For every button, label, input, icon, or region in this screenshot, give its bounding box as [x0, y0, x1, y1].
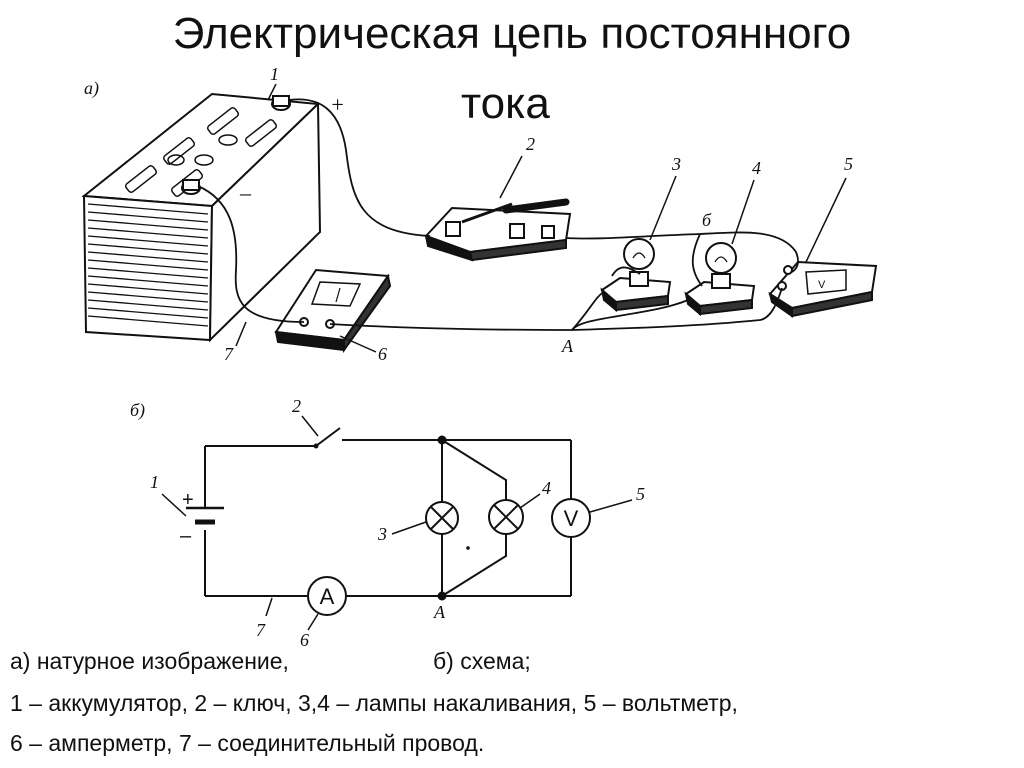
voltmeter-illustration: V [768, 260, 878, 318]
lamp-3-illustration [600, 238, 672, 313]
caption-part-b: б) схема; [433, 648, 531, 674]
label-b-switch: 2 [292, 396, 301, 416]
caption-part-a: а) натурное изображение, [10, 648, 289, 674]
label-a-wire: 7 [224, 344, 234, 364]
figure-b: б) 2 1 + – [130, 396, 645, 650]
schematic-lamp-4 [488, 499, 524, 535]
label-b-node: А [433, 602, 446, 622]
svg-text:V: V [818, 279, 826, 291]
label-b-lamp-3: 3 [377, 524, 387, 544]
label-b-minus: – [180, 525, 192, 547]
caption-line-1: а) натурное изображение, б) схема; [10, 646, 531, 676]
label-a-voltmeter: 5 [844, 154, 853, 174]
label-b-battery: 1 [150, 472, 159, 492]
label-a-switch: 2 [526, 134, 535, 154]
label-b-ammeter: 6 [300, 630, 309, 650]
label-a-ammeter: 6 [378, 344, 387, 364]
label-a-lamp-4: 4 [752, 158, 761, 178]
label-a-node: А [561, 336, 574, 356]
label-b-voltmeter: 5 [636, 484, 645, 504]
label-a-minus: – [239, 180, 252, 205]
ammeter-symbol: A [320, 584, 335, 609]
figure-a: а) [81, 64, 878, 364]
schematic-ammeter: A [307, 576, 347, 616]
schematic-wires [204, 439, 572, 597]
figure-b-panel-label: б) [130, 400, 145, 421]
schematic-voltmeter: V [551, 498, 591, 538]
page-title: Электрическая цепь постоянного [172, 9, 852, 58]
schematic-battery-symbol [186, 506, 224, 525]
voltmeter-symbol: V [564, 506, 579, 531]
schematic-switch [313, 427, 341, 449]
label-a-node-b: б [702, 210, 712, 230]
page-title-line2-text: тока [461, 79, 550, 128]
label-b-plus: + [182, 489, 194, 511]
label-a-plus: + [330, 92, 345, 117]
label-a-lamp-3: 3 [671, 154, 681, 174]
label-b-lamp-4: 4 [542, 478, 551, 498]
caption-line-2: 1 – аккумулятор, 2 – ключ, 3,4 – лампы н… [10, 690, 738, 716]
lamp-4-illustration [684, 242, 756, 317]
ammeter-illustration [274, 268, 392, 354]
label-a-battery: 1 [270, 64, 279, 84]
wires-figure-a [197, 98, 799, 331]
schematic-nodes [437, 435, 470, 601]
caption-line-3: 6 – амперметр, 7 – соединительный провод… [10, 730, 485, 756]
battery-illustration [81, 92, 322, 343]
figure-a-panel-label: а) [84, 78, 99, 99]
schematic-lamp-3 [425, 501, 459, 535]
switch-illustration [424, 198, 572, 262]
label-b-wire: 7 [256, 620, 266, 640]
